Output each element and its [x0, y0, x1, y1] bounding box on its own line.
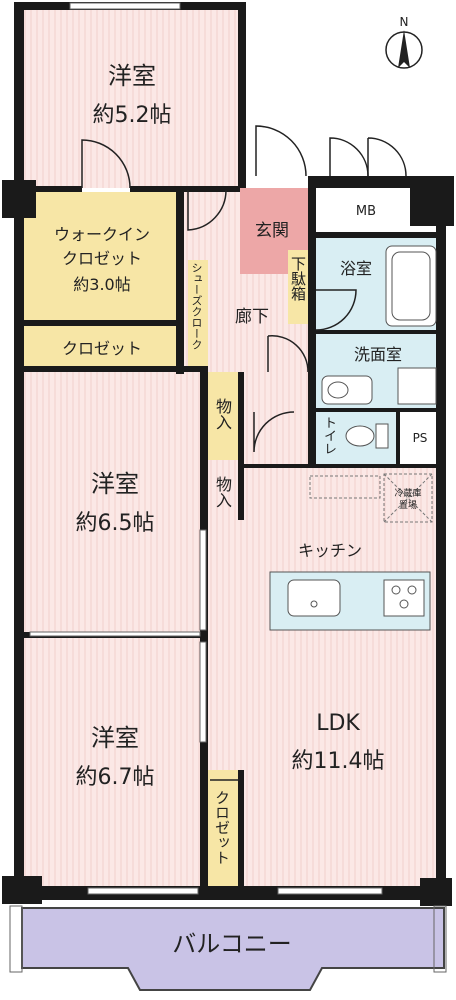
closet1-name: クロゼット: [62, 339, 142, 358]
bedroom3-floor: [24, 638, 206, 888]
closet2-floor: [208, 770, 238, 888]
kitchen-fixtures: [287, 579, 425, 617]
kitchen-name: キッチン: [298, 541, 362, 560]
ldk-name: LDK: [316, 711, 360, 736]
balcony-floor: [21, 907, 445, 991]
wic-size: 約3.0帖: [73, 275, 130, 294]
fridge-space: [309, 473, 433, 523]
fridge-line2: 置場: [399, 499, 417, 511]
entrance-name: 玄関: [255, 221, 289, 241]
bedroom1-size: 約5.2帖: [93, 103, 172, 128]
storage1-floor: [208, 372, 238, 460]
ps-floor: [400, 412, 440, 464]
bedroom3-size: 約6.7帖: [76, 765, 155, 790]
compass-icon: N: [385, 15, 423, 69]
bedroom1-name: 洋室: [108, 62, 156, 90]
bedroom2-floor: [24, 372, 206, 634]
windows: [29, 2, 383, 895]
bedroom3-name: 洋室: [91, 724, 139, 752]
balcony-rails: [9, 905, 447, 973]
bedroom2-name: 洋室: [91, 470, 139, 498]
wic-line2: クロゼット: [62, 249, 142, 268]
shoe-box-floor: [288, 250, 310, 324]
doors: [81, 125, 407, 781]
bath-name: 浴室: [340, 259, 372, 278]
closet2-label: クロゼット: [213, 790, 231, 865]
toilet-label: トイレ: [321, 416, 336, 455]
washbasin: [321, 367, 437, 405]
wic-floor: [24, 192, 180, 320]
ldk-size: 約11.4帖: [292, 749, 385, 774]
bedroom1-floor: [20, 8, 240, 188]
fridge-line1: 冷蔵庫: [394, 487, 421, 499]
ldk-floor: [206, 468, 440, 888]
toilet-fixture: [345, 423, 389, 449]
shoe-cloak-floor: [188, 260, 208, 366]
storage2-label: 物入: [213, 476, 232, 508]
mb-floor: [322, 188, 410, 228]
ps-name: PS: [413, 431, 428, 445]
hallway-name: 廊下: [235, 307, 269, 327]
closet1-floor: [24, 326, 180, 368]
bathtub: [385, 245, 437, 327]
shoe-cloak-label: シューズクローク: [190, 262, 203, 350]
washroom-name: 洗面室: [354, 345, 402, 364]
wic-line1: ウォークイン: [54, 225, 150, 244]
shoe-box-label: 下駄箱: [289, 256, 307, 301]
balcony-name: バルコニー: [172, 930, 292, 958]
compass-label: N: [400, 15, 409, 29]
storage1-label: 物入: [213, 398, 232, 430]
mb-name: MB: [356, 204, 376, 219]
bedroom2-size: 約6.5帖: [76, 511, 155, 536]
